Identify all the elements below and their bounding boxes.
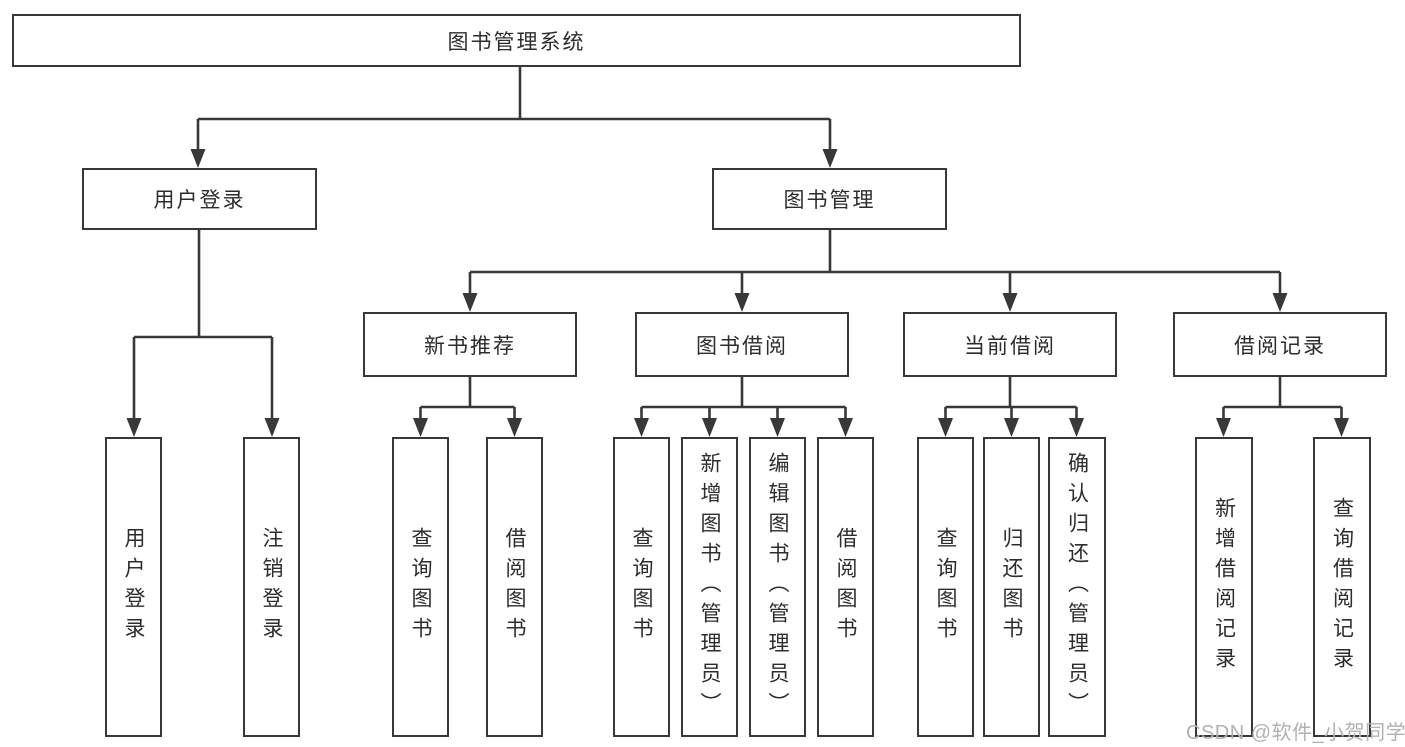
node-book-borrow-label: 图书借阅 [696, 334, 788, 358]
leaf-records-query-label: 查询借阅记录 [1330, 497, 1354, 677]
node-new-book-recommend: 新书推荐 [363, 312, 577, 377]
node-root-label: 图书管理系统 [447, 30, 586, 54]
leaf-newbooks-borrow-label: 借阅图书 [503, 527, 526, 647]
arrowhead-group [126, 149, 1349, 437]
node-borrow-records: 借阅记录 [1173, 312, 1387, 377]
node-book-management: 图书管理 [712, 168, 947, 230]
leaf-newbooks-borrow: 借阅图书 [486, 437, 543, 737]
leaf-current-confirm-return-admin-label: 确认归还（管理员） [1065, 452, 1089, 722]
leaf-current-query-label: 查询图书 [934, 527, 957, 647]
leaf-newbooks-query: 查询图书 [392, 437, 449, 737]
leaf-logout: 注销登录 [243, 437, 300, 737]
leaf-borrow-query: 查询图书 [613, 437, 670, 737]
node-user-login: 用户登录 [82, 168, 317, 230]
leaf-borrow-book: 借阅图书 [817, 437, 874, 737]
leaf-user-login-label: 用户登录 [122, 527, 145, 647]
leaf-borrow-book-label: 借阅图书 [834, 527, 857, 647]
leaf-current-query: 查询图书 [917, 437, 974, 737]
leaf-current-return: 归还图书 [983, 437, 1040, 737]
leaf-borrow-query-label: 查询图书 [630, 527, 653, 647]
node-root-system: 图书管理系统 [12, 14, 1021, 67]
node-new-book-recommend-label: 新书推荐 [424, 334, 516, 358]
leaf-borrow-add-admin: 新增图书（管理员） [681, 437, 738, 737]
leaf-borrow-edit-admin: 编辑图书（管理员） [749, 437, 806, 737]
leaf-current-return-label: 归还图书 [1000, 527, 1023, 647]
leaf-records-query: 查询借阅记录 [1313, 437, 1371, 737]
node-current-borrow: 当前借阅 [903, 312, 1117, 377]
node-book-borrow: 图书借阅 [635, 312, 849, 377]
leaf-user-login: 用户登录 [105, 437, 162, 737]
leaf-newbooks-query-label: 查询图书 [409, 527, 432, 647]
leaf-logout-label: 注销登录 [260, 527, 283, 647]
node-borrow-records-label: 借阅记录 [1234, 334, 1326, 358]
csdn-watermark: CSDN @软件_小贺同学 [1186, 722, 1405, 744]
leaf-records-add-label: 新增借阅记录 [1212, 497, 1236, 677]
node-current-borrow-label: 当前借阅 [964, 334, 1056, 358]
node-book-management-label: 图书管理 [783, 189, 876, 212]
leaf-borrow-add-admin-label: 新增图书（管理员） [698, 452, 721, 722]
leaf-borrow-edit-admin-label: 编辑图书（管理员） [766, 452, 789, 722]
leaf-records-add: 新增借阅记录 [1195, 437, 1253, 737]
node-user-login-label: 用户登录 [153, 189, 246, 212]
leaf-current-confirm-return-admin: 确认归还（管理员） [1048, 437, 1106, 737]
